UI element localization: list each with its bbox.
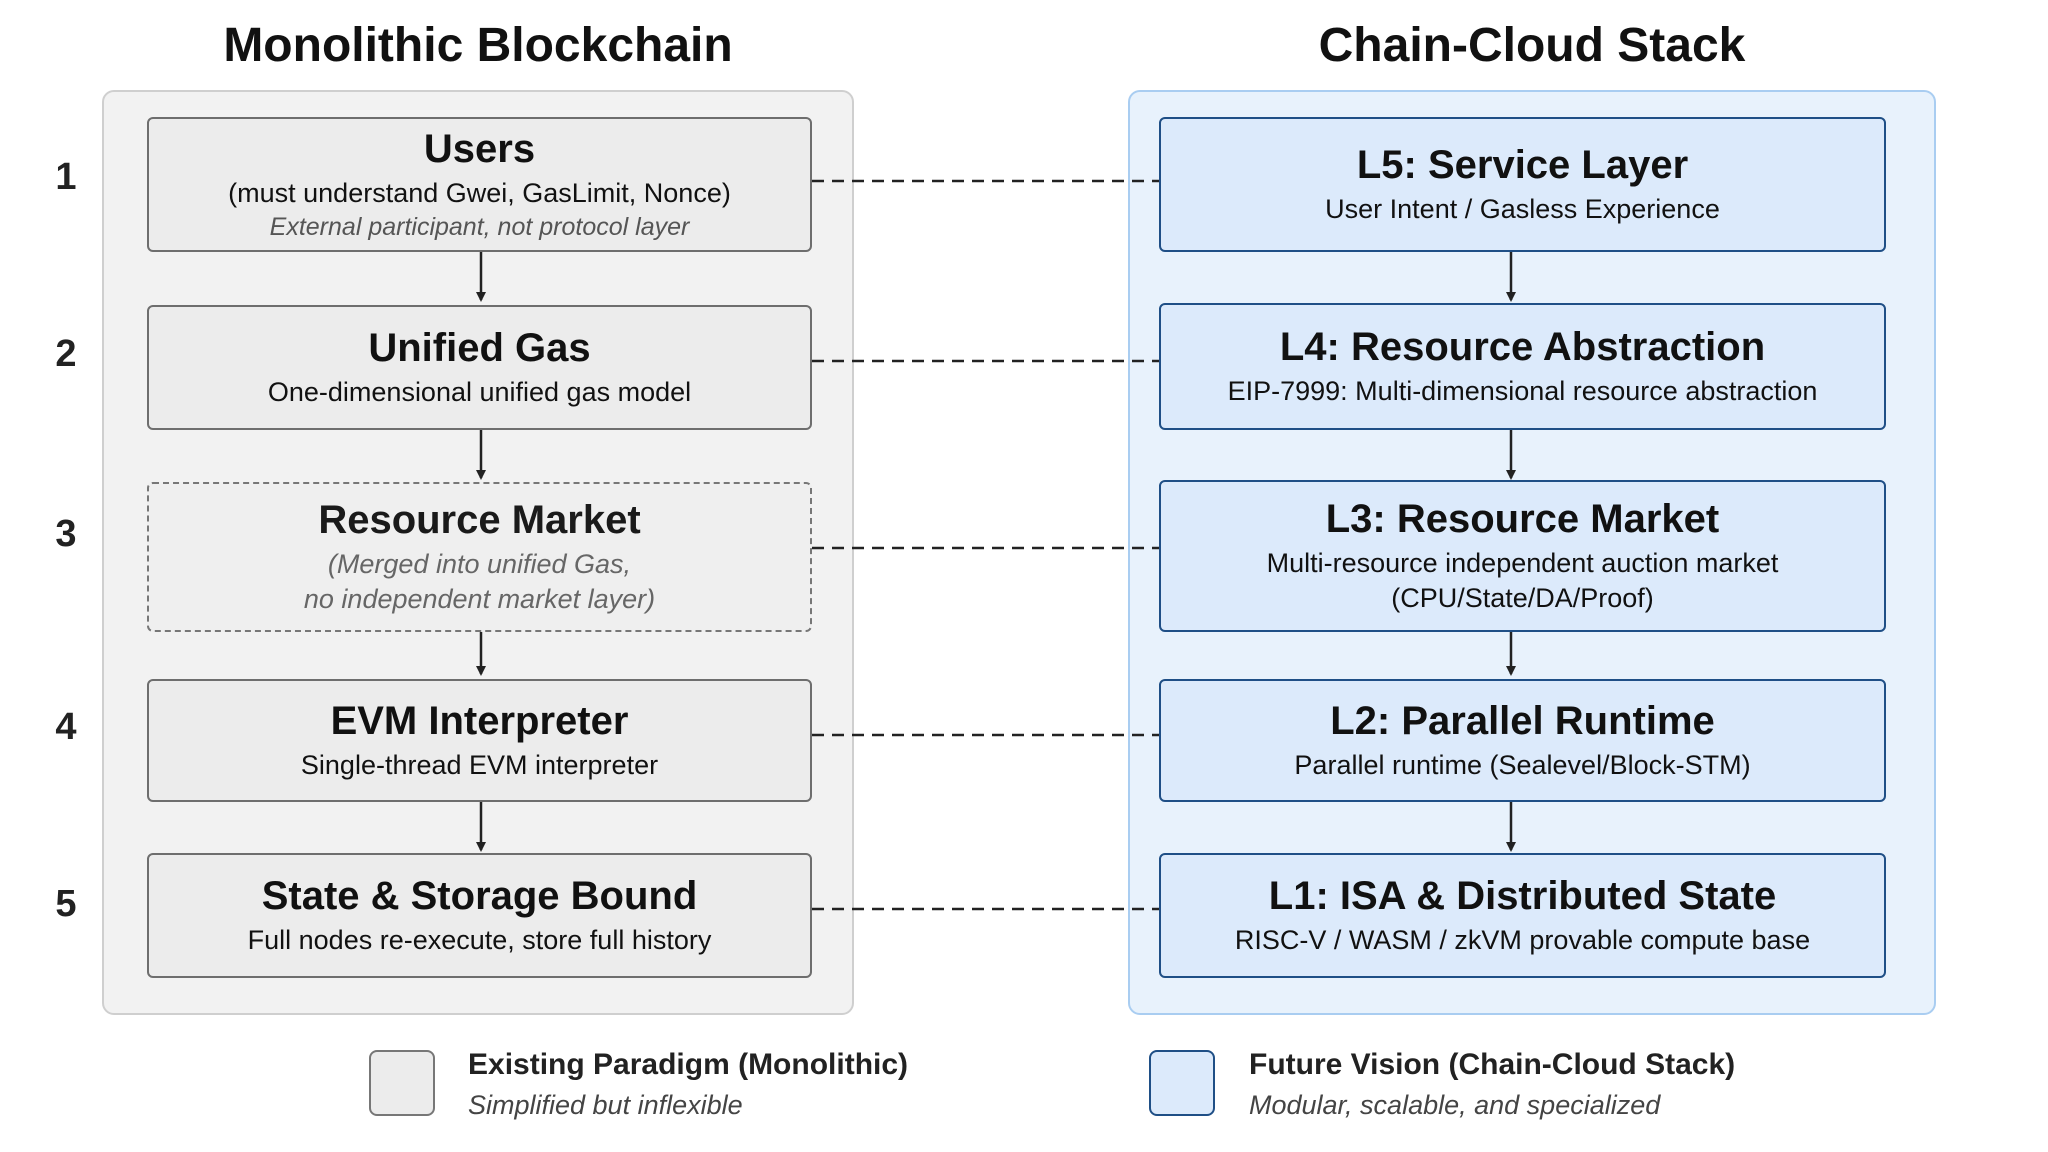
row-number-3: 3 bbox=[55, 513, 77, 555]
chain-cloud-title: Chain-Cloud Stack bbox=[1318, 19, 1746, 72]
box-subtitle: RISC-V / WASM / zkVM provable compute ba… bbox=[1234, 924, 1811, 955]
box-subtitle: User Intent / Gasless Experience bbox=[1325, 193, 1720, 224]
box-note: External participant, not protocol layer bbox=[269, 212, 690, 241]
monolithic-title: Monolithic Blockchain bbox=[223, 19, 733, 72]
box-subtitle: Parallel runtime (Sealevel/Block-STM) bbox=[1294, 749, 1751, 780]
row-number-1: 1 bbox=[55, 156, 77, 198]
box-subtitle-line1: Multi-resource independent auction marke… bbox=[1266, 547, 1779, 578]
box-subtitle-line2: (CPU/State/DA/Proof) bbox=[1391, 583, 1654, 613]
box-subtitle: Single-thread EVM interpreter bbox=[300, 749, 659, 780]
resource-market-merged-box: Resource Market (Merged into unified Gas… bbox=[147, 482, 812, 632]
users-box: Users (must understand Gwei, GasLimit, N… bbox=[147, 117, 812, 252]
resource-abstraction-box: L4: Resource Abstraction EIP-7999: Multi… bbox=[1159, 303, 1886, 430]
box-title: State & Storage Bound bbox=[261, 873, 698, 918]
state-storage-box: State & Storage Bound Full nodes re-exec… bbox=[147, 853, 812, 978]
unified-gas-box: Unified Gas One-dimensional unified gas … bbox=[147, 305, 812, 430]
box-subtitle: Full nodes re-execute, store full histor… bbox=[247, 924, 712, 955]
legend-future-title: Future Vision (Chain-Cloud Stack) bbox=[1249, 1048, 1736, 1081]
box-subtitle-line1: (Merged into unified Gas, bbox=[327, 548, 632, 579]
legend-existing-subtitle: Simplified but inflexible bbox=[468, 1090, 743, 1120]
box-title: Users bbox=[423, 126, 536, 171]
box-subtitle-line2: no independent market layer) bbox=[303, 584, 656, 614]
box-subtitle: One-dimensional unified gas model bbox=[267, 376, 692, 407]
box-title: Resource Market bbox=[318, 497, 641, 542]
evm-interpreter-box: EVM Interpreter Single-thread EVM interp… bbox=[147, 679, 812, 802]
box-title: EVM Interpreter bbox=[330, 698, 629, 743]
row-number-4: 4 bbox=[55, 706, 77, 748]
isa-state-box: L1: ISA & Distributed State RISC-V / WAS… bbox=[1159, 853, 1886, 978]
service-layer-box: L5: Service Layer User Intent / Gasless … bbox=[1159, 117, 1886, 252]
box-title: L4: Resource Abstraction bbox=[1279, 324, 1766, 369]
box-subtitle: EIP-7999: Multi-dimensional resource abs… bbox=[1227, 375, 1818, 406]
resource-market-box: L3: Resource Market Multi-resource indep… bbox=[1159, 480, 1886, 632]
box-subtitle: (must understand Gwei, GasLimit, Nonce) bbox=[228, 177, 731, 208]
legend-existing-title: Existing Paradigm (Monolithic) bbox=[468, 1048, 909, 1081]
box-title: Unified Gas bbox=[368, 325, 591, 370]
row-number-5: 5 bbox=[55, 883, 77, 925]
legend-swatch-existing bbox=[369, 1050, 435, 1116]
box-title: L3: Resource Market bbox=[1325, 496, 1720, 541]
box-title: L2: Parallel Runtime bbox=[1330, 698, 1715, 743]
row-number-2: 2 bbox=[55, 333, 77, 375]
box-title: L5: Service Layer bbox=[1356, 142, 1689, 187]
parallel-runtime-box: L2: Parallel Runtime Parallel runtime (S… bbox=[1159, 679, 1886, 802]
legend-swatch-future bbox=[1149, 1050, 1215, 1116]
legend-future-subtitle: Modular, scalable, and specialized bbox=[1249, 1090, 1661, 1120]
box-title: L1: ISA & Distributed State bbox=[1268, 873, 1777, 918]
